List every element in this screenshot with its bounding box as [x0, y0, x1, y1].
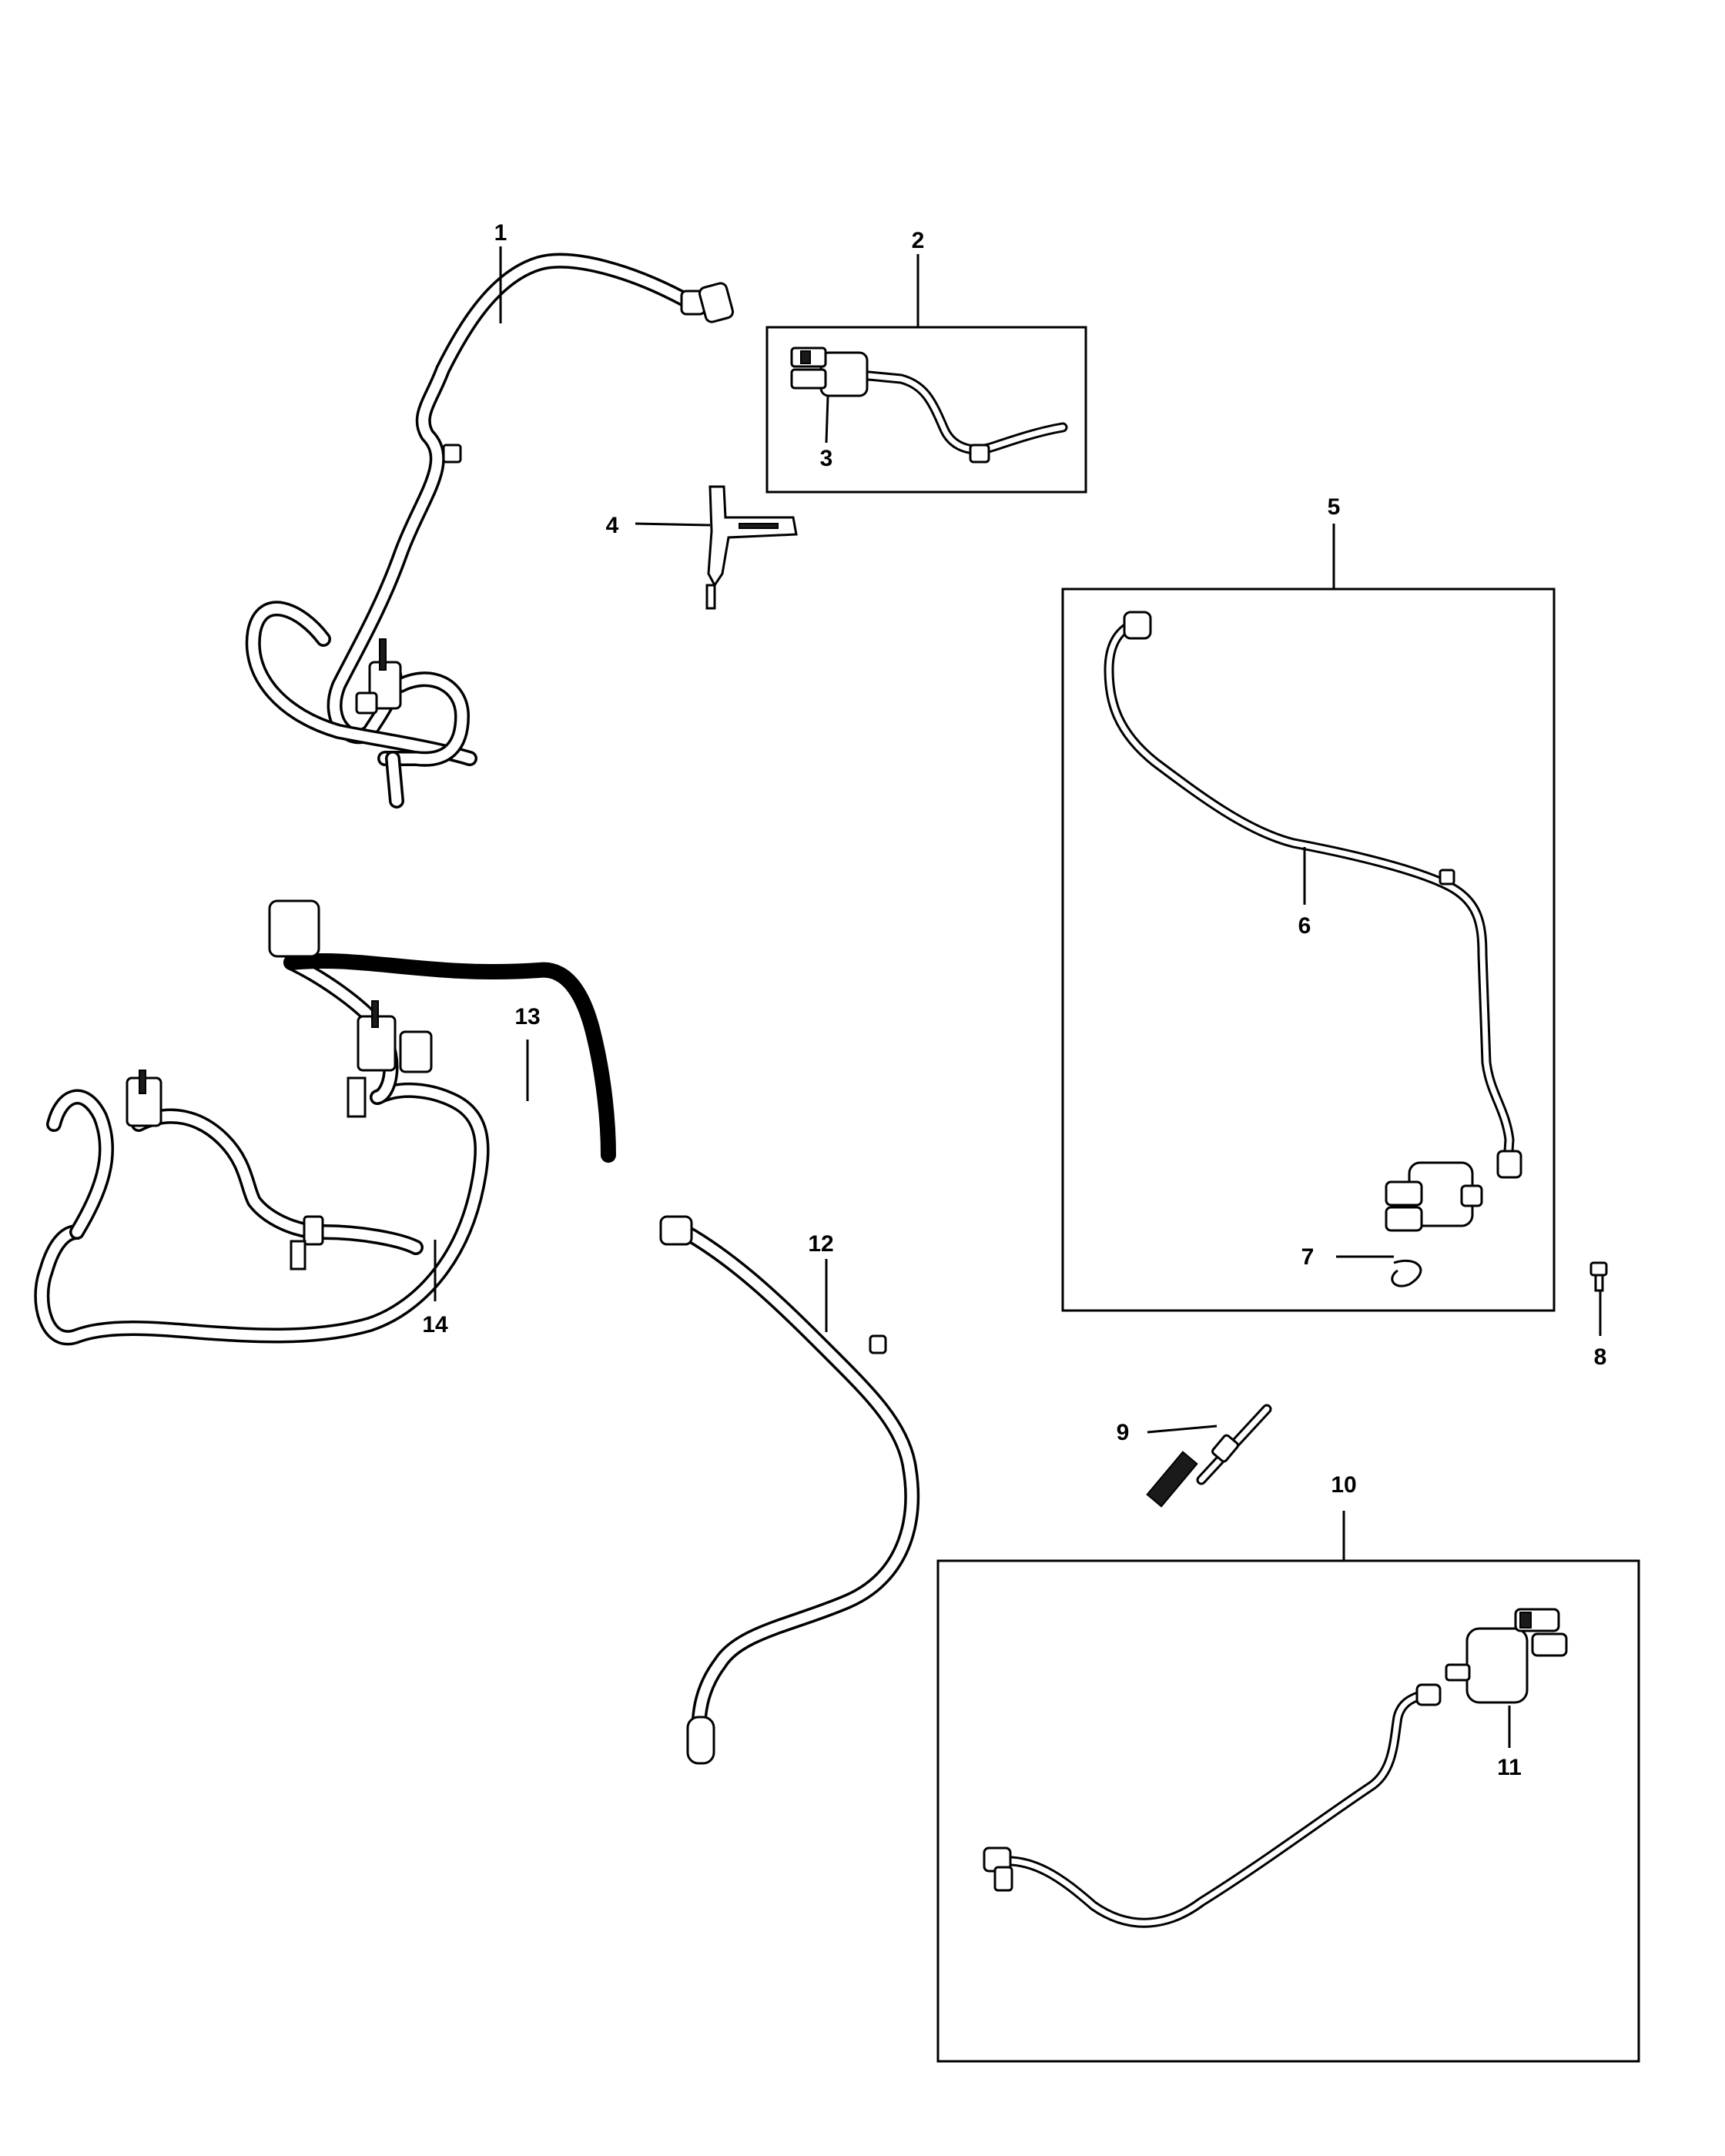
group-box-5	[1061, 588, 1556, 1312]
callout-11: 11	[1497, 1755, 1522, 1780]
callout-12: 12	[808, 1231, 833, 1257]
part-13-fittings	[268, 899, 616, 1163]
callout-6: 6	[1298, 913, 1311, 939]
callout-2: 2	[912, 228, 925, 253]
callout-13: 13	[514, 1004, 540, 1029]
part-12-hose	[659, 1215, 920, 1765]
part-2-valve-hose-kit	[790, 346, 1068, 464]
part-9-connector	[1146, 1404, 1272, 1508]
part-11-purge-valve	[1445, 1608, 1568, 1704]
group-box-10	[936, 1559, 1640, 2063]
callout-7: 7	[1301, 1244, 1315, 1270]
part-6-tube	[1104, 611, 1522, 1179]
callout-4: 4	[606, 513, 619, 538]
part-14-hose-assembly	[126, 1070, 424, 1270]
callout-labels: 1 2 3 4 5 6 7 8 9 10 11 12 13 14	[422, 220, 1606, 1780]
part-7-purge-valve	[1385, 1161, 1483, 1287]
callout-8: 8	[1594, 1344, 1607, 1370]
callout-5: 5	[1328, 494, 1341, 520]
part-1-hose-assembly	[245, 253, 735, 808]
callout-14: 14	[422, 1312, 448, 1337]
callout-1: 1	[494, 220, 507, 246]
callout-10: 10	[1331, 1472, 1356, 1498]
part-4-bracket	[705, 485, 798, 610]
callout-3: 3	[820, 446, 833, 471]
callout-9: 9	[1117, 1420, 1130, 1445]
leader-lines	[434, 246, 1602, 1748]
part-13-hose-assembly	[34, 1083, 490, 1346]
group-box-2	[765, 326, 1087, 494]
part-10-hose	[983, 1683, 1442, 1928]
part-8-screw	[1589, 1261, 1608, 1292]
